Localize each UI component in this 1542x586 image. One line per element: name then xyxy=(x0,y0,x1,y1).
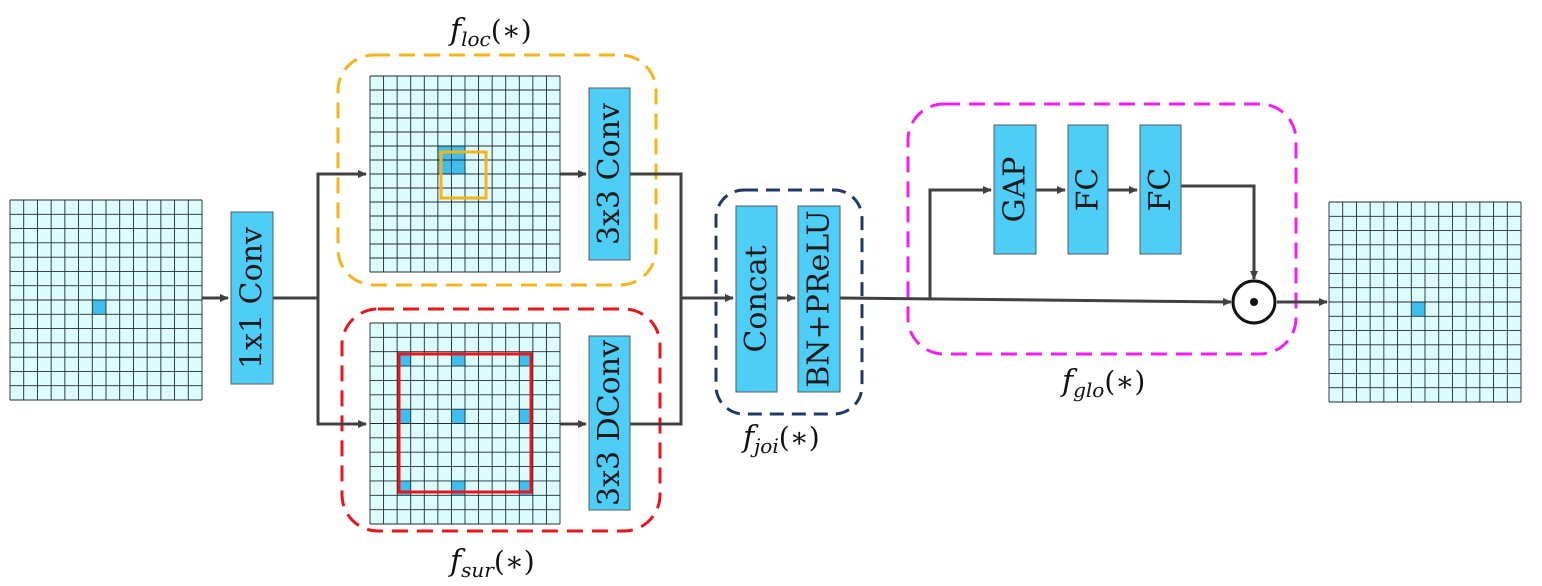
highlighted-cell xyxy=(451,160,465,174)
highlighted-cell xyxy=(92,300,106,315)
loc-module-border xyxy=(336,53,658,287)
grid-lines xyxy=(1328,201,1522,403)
gap-label: GAP xyxy=(998,157,1033,223)
joi-module-border xyxy=(714,188,864,416)
loc-feature-map xyxy=(369,75,561,273)
glo-label: fglo(∗) xyxy=(1060,364,1145,402)
grid-lines xyxy=(9,199,203,401)
output-feature-map xyxy=(1328,201,1522,403)
multiply-node xyxy=(1231,279,1277,325)
joi-label: fjoi(∗) xyxy=(741,420,820,458)
highlighted-cell xyxy=(397,409,411,424)
dconv3x3-block: 3x3 DConv xyxy=(588,335,631,511)
sur-label: fsur(∗) xyxy=(448,544,535,582)
input-feature-map xyxy=(9,199,203,401)
grid-lines xyxy=(369,75,561,273)
highlighted-cell xyxy=(519,409,533,424)
gap-block: GAP xyxy=(993,124,1037,255)
grid-lines xyxy=(369,322,561,525)
highlighted-cell xyxy=(451,409,465,424)
conv1x1-block: 1x1 Conv xyxy=(230,211,274,385)
connections xyxy=(202,170,1328,428)
concat-block: Concat xyxy=(735,205,778,393)
fc2-label: FC xyxy=(1143,168,1178,212)
glo-module-border xyxy=(906,102,1298,356)
conv3x3-block: 3x3 Conv xyxy=(588,87,631,261)
multiply-dot-icon xyxy=(1250,298,1258,306)
conv1x1-label: 1x1 Conv xyxy=(235,227,270,369)
conv3x3-label: 3x3 Conv xyxy=(592,103,627,245)
loc-label: floc(∗) xyxy=(448,13,532,51)
loc-kernel-window xyxy=(439,150,488,200)
fc1-label: FC xyxy=(1071,168,1106,212)
sur-kernel-window xyxy=(397,352,533,494)
bn-prelu-label: BN+PReLU xyxy=(802,210,837,388)
dconv3x3-label: 3x3 DConv xyxy=(592,340,627,506)
fc2-block: FC xyxy=(1139,124,1182,255)
concat-label: Concat xyxy=(739,245,774,352)
bn-prelu-block: BN+PReLU xyxy=(797,205,841,393)
fc1-block: FC xyxy=(1067,124,1109,255)
highlighted-cell xyxy=(1411,302,1425,317)
sur-module-border xyxy=(340,307,662,533)
